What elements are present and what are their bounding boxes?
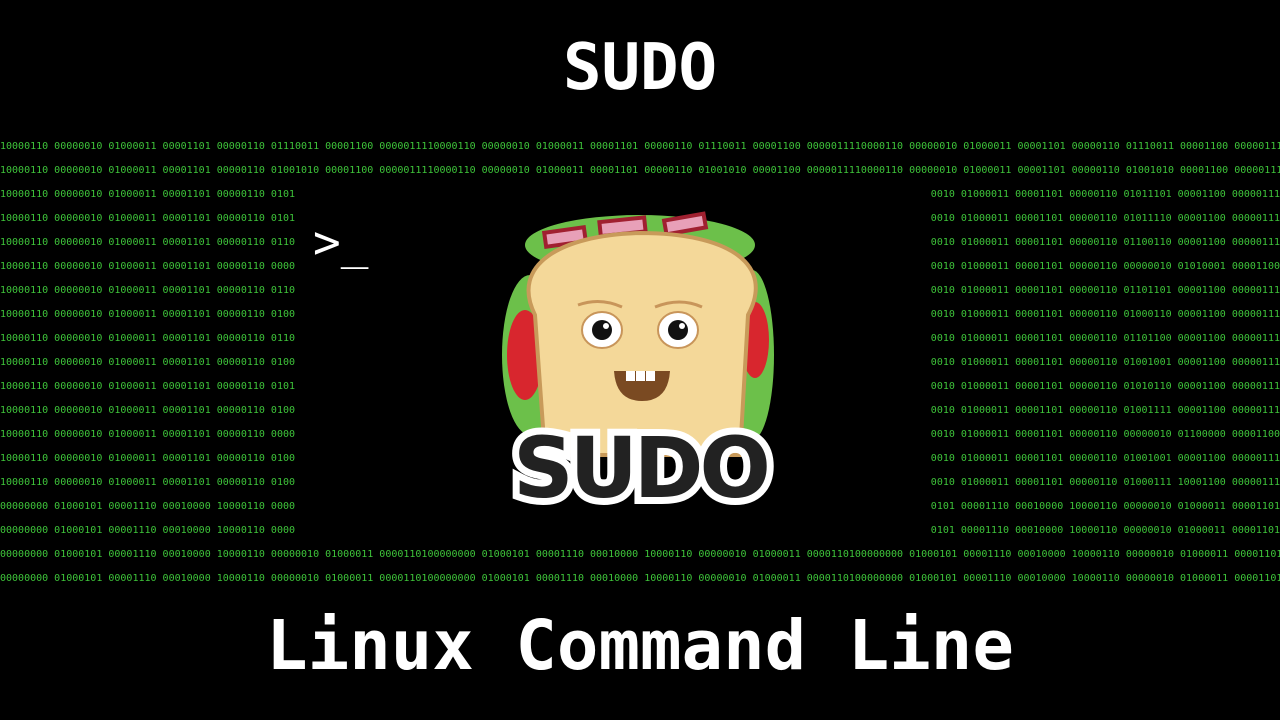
binary-row-right: 0010 01000011 00001101 00000110 01010110… xyxy=(930,380,1280,394)
binary-row-right-text: 0101 00001110 00010000 10000110 00000010… xyxy=(930,525,1280,536)
binary-row-right-text: 0101 00001110 00010000 10000110 00000010… xyxy=(930,501,1280,512)
binary-row-right-text: 0010 01000011 00001101 00000110 00000010… xyxy=(930,429,1280,440)
page-title: SUDO xyxy=(562,31,718,105)
binary-row-left: 10000110 00000010 01000011 00001101 0000… xyxy=(0,429,296,440)
binary-row-right-text: 0010 01000011 00001101 00000110 01011101… xyxy=(930,189,1280,200)
binary-row-left: 10000110 00000010 01000011 00001101 0000… xyxy=(0,309,296,320)
bread-icon xyxy=(526,230,758,457)
binary-row-right: 0010 01000011 00001101 00000110 01000110… xyxy=(930,308,1280,322)
bacon-icon xyxy=(541,211,709,249)
binary-row-left: 10000110 00000010 01000011 00001101 0000… xyxy=(0,333,296,344)
binary-row: 10000110 00000010 01000011 00001101 0000… xyxy=(0,165,1280,176)
binary-row-left: 10000110 00000010 01000011 00001101 0000… xyxy=(0,237,296,248)
mouth-icon xyxy=(614,371,670,401)
binary-row-right-text: 0010 01000011 00001101 00000110 01010110… xyxy=(930,381,1280,392)
binary-row-right-text: 0010 01000011 00001101 00000110 01101100… xyxy=(930,333,1280,344)
binary-row-right: 0010 01000011 00001101 00000110 01011110… xyxy=(930,212,1280,226)
binary-row-right: 0101 00001110 00010000 10000110 00000010… xyxy=(930,500,1280,514)
binary-row: 00000000 01000101 00001110 00010000 1000… xyxy=(0,573,1280,584)
logo-text: SUDO xyxy=(513,419,767,515)
binary-row-left: 10000110 00000010 01000011 00001101 0000… xyxy=(0,381,296,392)
binary-row-right-text: 0010 01000011 00001101 00000110 00000010… xyxy=(930,261,1280,272)
binary-row-left: 10000110 00000010 01000011 00001101 0000… xyxy=(0,453,296,464)
binary-row-right-text: 0010 01000011 00001101 00000110 01101101… xyxy=(930,285,1280,296)
eyes-icon xyxy=(581,311,699,349)
binary-row-right: 0101 00001110 00010000 10000110 00000010… xyxy=(930,524,1280,538)
binary-row-right-text: 0010 01000011 00001101 00000110 01100110… xyxy=(930,237,1280,248)
binary-row-right: 0010 01000011 00001101 00000110 01001111… xyxy=(930,404,1280,418)
sandwich-mascot-logo: SUDO xyxy=(502,211,779,515)
binary-row-right: 0010 01000011 00001101 00000110 01100110… xyxy=(930,236,1280,250)
binary-row-left: 10000110 00000010 01000011 00001101 0000… xyxy=(0,405,296,416)
binary-row-right-text: 0010 01000011 00001101 00000110 01000110… xyxy=(930,309,1280,320)
binary-row: 10000110 00000010 01000011 00001101 0000… xyxy=(0,141,1280,152)
binary-row-right: 0010 01000011 00001101 00000110 01001001… xyxy=(930,452,1280,466)
binary-row-left: 10000110 00000010 01000011 00001101 0000… xyxy=(0,357,296,368)
tomato-icon xyxy=(507,310,543,400)
binary-row-right: 0010 01000011 00001101 00000110 01001001… xyxy=(930,356,1280,370)
binary-row-left: 10000110 00000010 01000011 00001101 0000… xyxy=(0,477,296,488)
binary-row-right-text: 0010 01000011 00001101 00000110 01000111… xyxy=(930,477,1280,488)
binary-row-right: 0010 01000011 00001101 00000110 00000010… xyxy=(930,260,1280,274)
subtitle: Linux Command Line xyxy=(266,606,1014,686)
binary-row-left: 10000110 00000010 01000011 00001101 0000… xyxy=(0,285,296,296)
binary-row-right: 0010 01000011 00001101 00000110 01101100… xyxy=(930,332,1280,346)
binary-row-right: 0010 01000011 00001101 00000110 00000010… xyxy=(930,428,1280,442)
binary-row-right-text: 0010 01000011 00001101 00000110 01001001… xyxy=(930,357,1280,368)
binary-row-right-text: 0010 01000011 00001101 00000110 01001001… xyxy=(930,453,1280,464)
binary-row-right-text: 0010 01000011 00001101 00000110 01011110… xyxy=(930,213,1280,224)
binary-row-left: 00000000 01000101 00001110 00010000 1000… xyxy=(0,525,296,536)
binary-row-right: 0010 01000011 00001101 00000110 01101101… xyxy=(930,284,1280,298)
binary-row-left: 10000110 00000010 01000011 00001101 0000… xyxy=(0,261,296,272)
terminal-prompt-icon: >_ xyxy=(313,215,369,269)
binary-row-left: 00000000 01000101 00001110 00010000 1000… xyxy=(0,501,296,512)
binary-row: 00000000 01000101 00001110 00010000 1000… xyxy=(0,549,1280,560)
binary-row-right: 0010 01000011 00001101 00000110 01011101… xyxy=(930,188,1280,202)
binary-row-right-text: 0010 01000011 00001101 00000110 01001111… xyxy=(930,405,1280,416)
binary-row-right: 0010 01000011 00001101 00000110 01000111… xyxy=(930,476,1280,490)
binary-row-left: 10000110 00000010 01000011 00001101 0000… xyxy=(0,213,296,224)
binary-row-left: 10000110 00000010 01000011 00001101 0000… xyxy=(0,189,296,200)
